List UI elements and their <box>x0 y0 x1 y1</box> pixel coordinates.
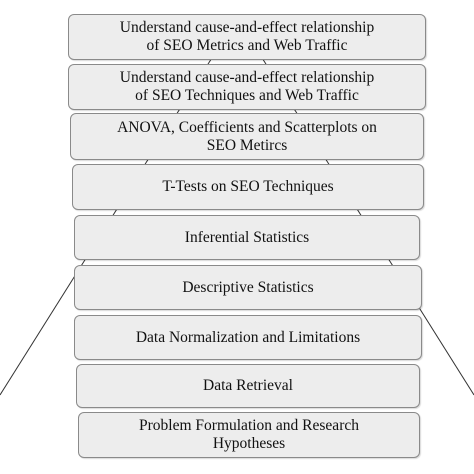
step-label: Problem Formulation and Research Hypothe… <box>139 417 359 452</box>
step-label: Understand cause-and-effect relationship… <box>119 19 375 54</box>
step-understand-seo-techniques: Understand cause-and-effect relationship… <box>68 64 426 110</box>
step-understand-seo-metrics: Understand cause-and-effect relationship… <box>68 14 426 60</box>
step-data-normalization: Data Normalization and Limitations <box>74 315 422 360</box>
step-label: T-Tests on SEO Techniques <box>162 178 334 195</box>
step-label: Inferential Statistics <box>184 228 310 246</box>
step-data-retrieval: Data Retrieval <box>76 364 420 408</box>
step-label: Data Retrieval <box>203 377 293 394</box>
step-inferential-statistics: Inferential Statistics <box>74 215 420 260</box>
step-label: Data Normalization and Limitations <box>135 328 361 346</box>
step-label: Descriptive Statistics <box>182 278 314 296</box>
step-label: Understand cause-and-effect relationship… <box>119 69 375 104</box>
step-t-tests: T-Tests on SEO Techniques <box>72 164 424 210</box>
step-anova-coefficients: ANOVA, Coefficients and Scatterplots on … <box>70 113 424 160</box>
step-label: ANOVA, Coefficients and Scatterplots on … <box>117 118 377 154</box>
step-descriptive-statistics: Descriptive Statistics <box>74 265 422 310</box>
step-problem-formulation: Problem Formulation and Research Hypothe… <box>78 412 420 458</box>
